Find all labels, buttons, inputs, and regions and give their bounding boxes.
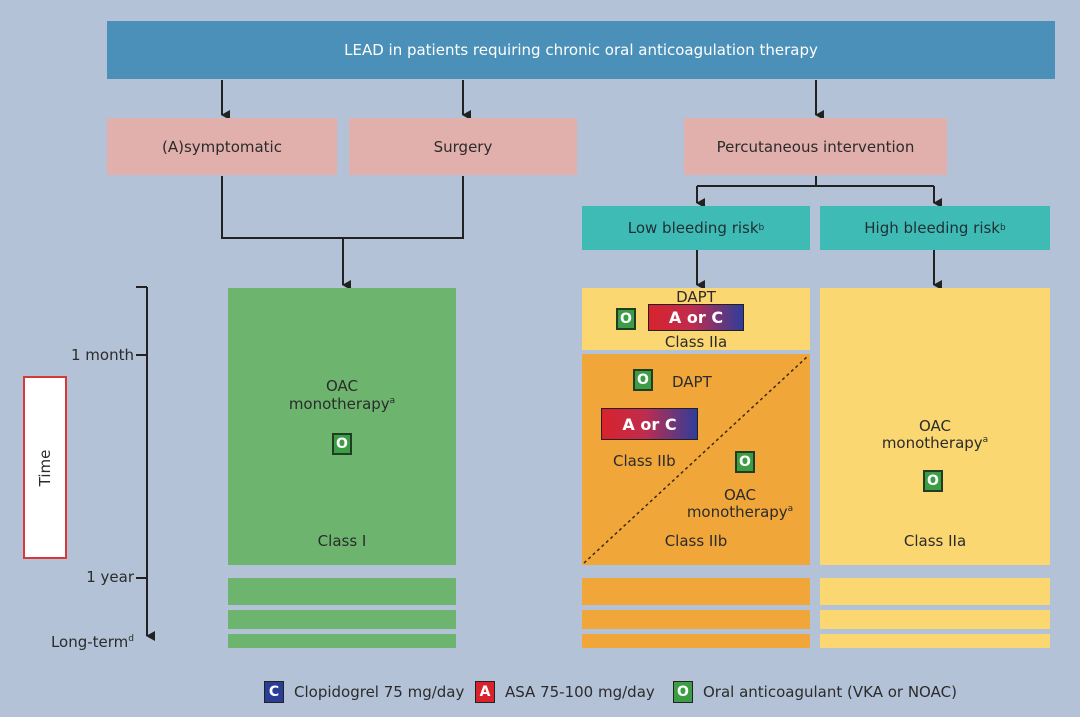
oac-label: OAC [723, 486, 756, 504]
category-percutaneous: Percutaneous intervention [684, 118, 947, 175]
class-label: Class IIb [613, 452, 676, 470]
class-label: Class IIa [903, 532, 967, 550]
oac-legend-badge: O [673, 681, 693, 703]
high-risk-oac-block [820, 288, 1050, 565]
long-term-bar [820, 578, 1050, 605]
tick-1-year: 1 year [86, 568, 134, 586]
tick-1-month: 1 month [71, 346, 134, 364]
class-label: Class IIb [664, 532, 728, 550]
asa-or-clopidogrel-badge: A or C [648, 304, 744, 331]
long-term-bar [582, 634, 810, 648]
class-label: Class I [317, 532, 367, 550]
class-label: Class IIa [664, 333, 728, 351]
oac-badge: O [332, 433, 352, 455]
tick-long-term: Long-termd [51, 633, 134, 651]
category-label: (A)symptomatic [162, 137, 282, 156]
high-bleeding-label: High bleeding risk [864, 219, 1000, 237]
category-asymptomatic: (A)symptomatic [107, 118, 337, 175]
long-term-bar [582, 578, 810, 605]
time-label-box: Time [23, 376, 67, 559]
long-term-bar [228, 634, 456, 648]
footnote-marker: d [128, 634, 134, 644]
dapt-label: DAPT [676, 288, 716, 306]
legend-asa: A ASA 75-100 mg/day [475, 680, 655, 704]
oac-badge: O [616, 308, 636, 330]
asa-or-clopidogrel-badge: A or C [601, 408, 698, 440]
time-label: Time [36, 449, 54, 486]
header-box: LEAD in patients requiring chronic oral … [107, 21, 1055, 79]
long-term-bar [228, 578, 456, 605]
oac-badge: O [923, 470, 943, 492]
long-term-bar [582, 610, 810, 629]
monotherapy-text: monotherapy [881, 434, 983, 452]
asa-label: ASA 75-100 mg/day [505, 683, 655, 701]
monotherapy-label: monotherapya [228, 395, 456, 413]
monotherapy-label: monotherapya [680, 503, 800, 521]
clopidogrel-badge: C [264, 681, 284, 703]
category-label: Percutaneous intervention [716, 137, 915, 156]
category-label: Surgery [433, 137, 493, 156]
clopidogrel-label: Clopidogrel 75 mg/day [294, 683, 465, 701]
long-term-label: Long-term [50, 633, 129, 651]
oac-monotherapy-block [228, 288, 456, 565]
footnote-marker: a [982, 435, 989, 445]
dapt-label: DAPT [672, 373, 712, 391]
oac-badge: O [633, 369, 653, 391]
legend-oac: O Oral anticoagulant (VKA or NOAC) [673, 680, 957, 704]
long-term-bar [820, 610, 1050, 629]
low-bleeding-label: Low bleeding risk [627, 219, 759, 237]
oac-legend-label: Oral anticoagulant (VKA or NOAC) [703, 683, 957, 701]
footnote-marker: a [787, 504, 794, 514]
header-title: LEAD in patients requiring chronic oral … [344, 41, 818, 59]
long-term-bar [820, 634, 1050, 648]
monotherapy-text: monotherapy [686, 503, 788, 521]
legend-clopidogrel: C Clopidogrel 75 mg/day [264, 680, 464, 704]
oac-label: OAC [325, 377, 358, 395]
oac-label: OAC [918, 417, 951, 435]
diagonal-divider [583, 355, 809, 564]
long-term-bar [228, 610, 456, 629]
monotherapy-text: monotherapy [288, 395, 390, 413]
footnote-marker: a [389, 396, 396, 406]
category-surgery: Surgery [349, 118, 577, 175]
monotherapy-label: monotherapya [820, 434, 1050, 452]
oac-badge: O [735, 451, 755, 473]
asa-badge: A [475, 681, 495, 703]
merge-line [221, 176, 464, 239]
